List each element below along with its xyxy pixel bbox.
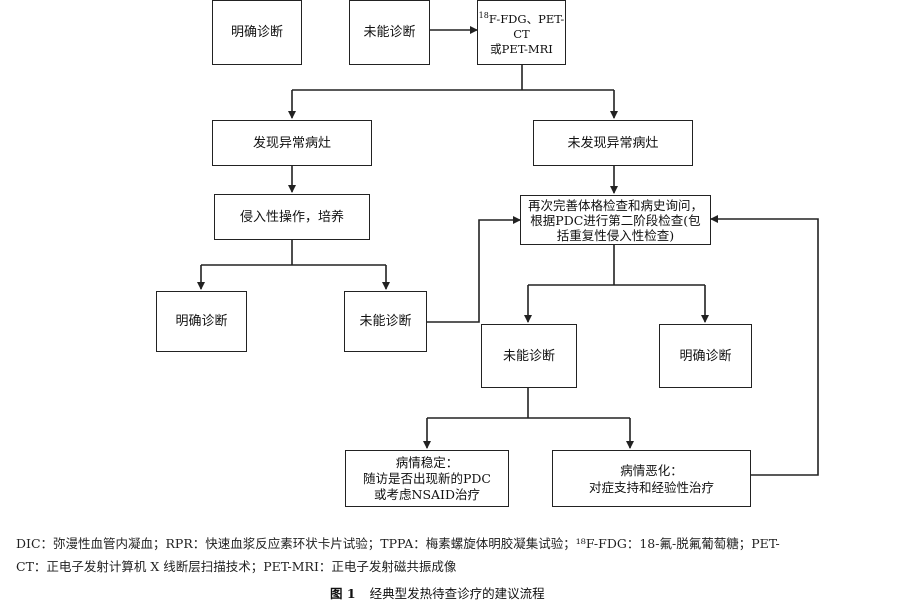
no-abnormal-label: 未发现异常病灶	[567, 135, 659, 151]
pet-isotope-superscript: 18	[478, 11, 489, 21]
invasive-label: 侵入性操作，培养	[239, 209, 344, 225]
no-abnormal-box: 未发现异常病灶	[533, 120, 693, 166]
worse-box: 病情恶化： 对症支持和经验性治疗	[552, 450, 751, 507]
stable-box: 病情稳定： 随访是否出现新的PDC 或考虑NSAID治疗	[345, 450, 509, 507]
left-definite-label: 明确诊断	[175, 314, 228, 329]
figure-label: 图 1	[330, 586, 356, 601]
left-undiagnosed-box: 未能诊断	[344, 291, 427, 352]
top-definite-label: 明确诊断	[230, 25, 283, 40]
figure-caption: 图 1 经典型发热待查诊疗的建议流程	[330, 583, 545, 602]
abnormal-found-label: 发现异常病灶	[252, 135, 331, 151]
left-definite-box: 明确诊断	[156, 291, 247, 352]
worse-label: 病情恶化： 对症支持和经验性治疗	[588, 462, 714, 495]
mid-definite-box: 明确诊断	[659, 324, 752, 388]
top-undiagnosed-label: 未能诊断	[363, 25, 416, 40]
pet-box: 18F-FDG、PET-CT 或PET-MRI	[477, 0, 566, 65]
top-definite-box: 明确诊断	[212, 0, 302, 65]
reexam-box: 再次完善体格检查和病史询问， 根据PDC进行第二阶段检查(包 括重复性侵入性检查…	[520, 195, 711, 245]
footnote-line-1: DIC：弥漫性血管内凝血；RPR：快速血浆反应素环状卡片试验；TPPA：梅素螺旋…	[16, 536, 780, 551]
mid-undiagnosed-box: 未能诊断	[481, 324, 577, 388]
abnormal-found-box: 发现异常病灶	[212, 120, 372, 166]
pet-label: 18F-FDG、PET-CT 或PET-MRI	[478, 8, 565, 57]
top-undiagnosed-box: 未能诊断	[349, 0, 430, 65]
arrow-left-undiagnosed-to-reexam	[427, 216, 521, 323]
pet-label-line2: 或PET-MRI	[490, 41, 553, 56]
mid-definite-label: 明确诊断	[679, 348, 732, 364]
arrow-worse-to-reexam	[710, 215, 819, 476]
figure-title: 经典型发热待查诊疗的建议流程	[369, 586, 545, 601]
reexam-label: 再次完善体格检查和病史询问， 根据PDC进行第二阶段检查(包 括重复性侵入性检查…	[527, 197, 703, 243]
invasive-box: 侵入性操作，培养	[214, 194, 370, 240]
mid-undiagnosed-label: 未能诊断	[502, 348, 555, 364]
pet-label-line1: F-FDG、PET-CT	[488, 11, 565, 41]
footnote-line-2: CT：正电子发射计算机 X 线断层扫描技术；PET-MRI：正电子发射磁共振成像	[16, 559, 457, 574]
left-undiagnosed-label: 未能诊断	[359, 314, 412, 329]
stable-label: 病情稳定： 随访是否出现新的PDC 或考虑NSAID治疗	[363, 454, 491, 502]
